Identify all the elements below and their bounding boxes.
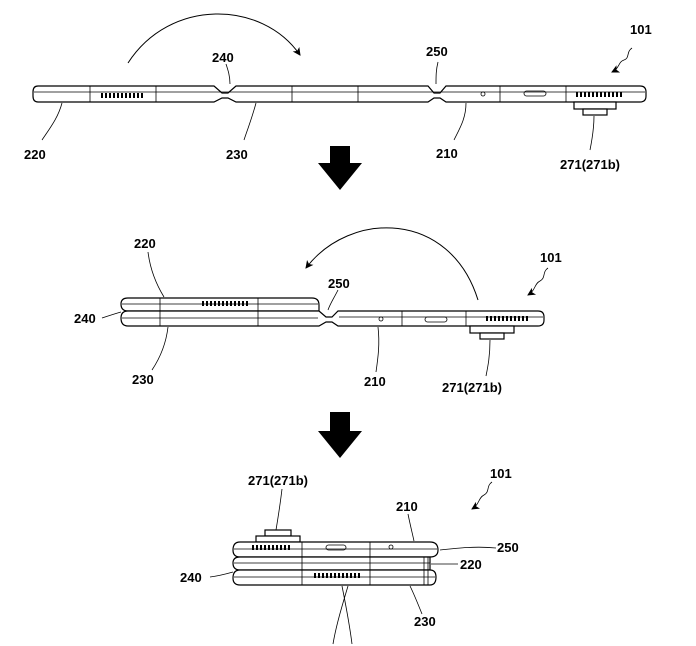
label-220-s1: 220 <box>24 147 46 162</box>
stage-half-folded: 220 240 230 250 210 271(271b) 101 <box>74 227 562 395</box>
panel-210-s3 <box>232 541 439 558</box>
button-slot-1 <box>523 90 547 97</box>
speaker-grille-2 <box>202 301 248 306</box>
button-slot-2 <box>424 316 448 323</box>
label-230-s3: 230 <box>414 614 436 629</box>
label-230-s2: 230 <box>132 372 154 387</box>
label-240-s1: 240 <box>212 50 234 65</box>
holding-curve-b <box>341 585 353 645</box>
label-240-s2: 240 <box>74 311 96 326</box>
rotation-arrow-1 <box>127 13 301 64</box>
camera-module-1 <box>573 101 617 116</box>
label-250-s1: 250 <box>426 44 448 59</box>
speaker-grille-1 <box>101 93 143 98</box>
stage-unfolded: 220 230 240 250 210 271(271b) 101 <box>24 13 652 172</box>
speaker-grille-3 <box>252 545 290 550</box>
sensor-hole-1 <box>480 91 486 97</box>
stage-fully-folded: 271(271b) 240 210 250 220 230 101 <box>180 466 519 645</box>
label-271-s3: 271(271b) <box>248 473 308 488</box>
button-slot-3 <box>325 544 347 551</box>
label-240-s3: 240 <box>180 570 202 585</box>
panel-230-s2 <box>120 310 545 327</box>
label-250-s2: 250 <box>328 276 350 291</box>
sensor-hole-2 <box>378 316 384 322</box>
sensor-hole-3 <box>388 544 394 550</box>
label-250-s3: 250 <box>497 540 519 555</box>
label-220-s2: 220 <box>134 236 156 251</box>
rotation-arrow-2 <box>305 227 479 301</box>
speaker-grille-1b <box>576 92 622 97</box>
label-220-s3: 220 <box>460 557 482 572</box>
label-210-s2: 210 <box>364 374 386 389</box>
label-210-s1: 210 <box>436 146 458 161</box>
device-body-1 <box>32 85 647 103</box>
label-210-s3: 210 <box>396 499 418 514</box>
label-101-s2: 101 <box>540 250 562 265</box>
label-230-s1: 230 <box>226 147 248 162</box>
holding-curve-a <box>332 585 349 645</box>
label-271-s1: 271(271b) <box>560 157 620 172</box>
label-271-s2: 271(271b) <box>442 380 502 395</box>
down-arrow-2 <box>318 412 362 458</box>
speaker-grille-3b <box>314 573 360 578</box>
down-arrow-1 <box>318 146 362 190</box>
camera-module-3 <box>255 529 301 543</box>
panel-220-s3 <box>232 556 431 571</box>
label-101-s1: 101 <box>630 22 652 37</box>
camera-module-2 <box>469 325 515 340</box>
speaker-grille-2b <box>486 316 528 321</box>
label-101-s3: 101 <box>490 466 512 481</box>
